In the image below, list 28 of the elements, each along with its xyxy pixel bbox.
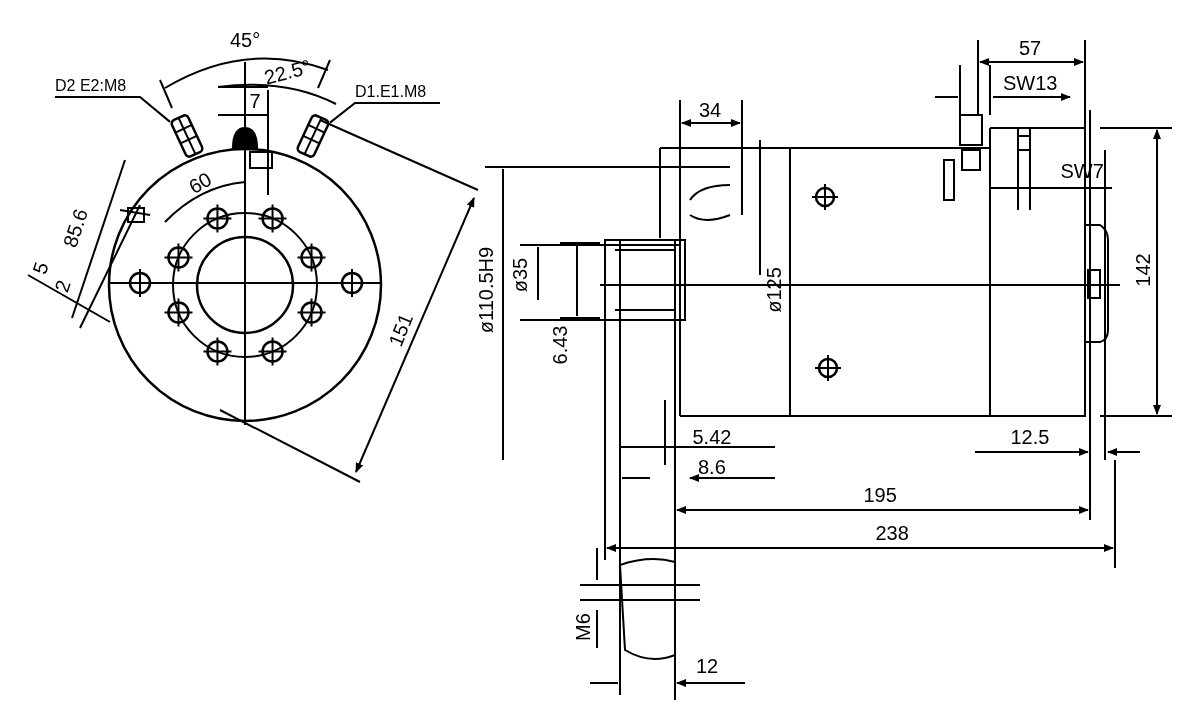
dimension-label: 12.5 [1010, 426, 1050, 448]
dimension-label: 195 [863, 484, 897, 506]
dimension-label: 12 [696, 655, 719, 677]
terminal-stud-drawing [170, 112, 204, 160]
dimension-label: 142 [1131, 253, 1154, 287]
dimension-label: 151 [383, 310, 417, 350]
dimension-label: 238 [875, 522, 909, 544]
dimension-label: 7 [249, 90, 261, 112]
diameter-label: ø110.5H9 [475, 246, 498, 334]
dimension-label: 85.6 [58, 206, 92, 250]
leader-line [54, 96, 171, 123]
dimension-label: 8.6 [698, 456, 726, 478]
angle-label: 60 [185, 167, 216, 199]
terminal-stud-drawing [296, 112, 330, 160]
dimension-label: 5 [27, 259, 53, 277]
callout-label: D2 E2:M8 [55, 75, 127, 97]
angle-label: 22.5° [261, 55, 313, 89]
dimension-label: 2 [49, 277, 75, 295]
leader-line [329, 102, 441, 124]
wrench-size-label: SW13 [1003, 72, 1058, 94]
angle-label: 45° [230, 29, 261, 51]
dimension-label: 6.43 [548, 325, 571, 365]
dimension-label: 57 [1019, 37, 1042, 59]
dimension-label: 5.42 [692, 426, 732, 448]
thread-size-label: M6 [571, 613, 594, 641]
diameter-label: ø35 [509, 257, 532, 293]
callout-label: D1.E1.M8 [355, 81, 427, 103]
dimension-label: 34 [699, 99, 722, 121]
